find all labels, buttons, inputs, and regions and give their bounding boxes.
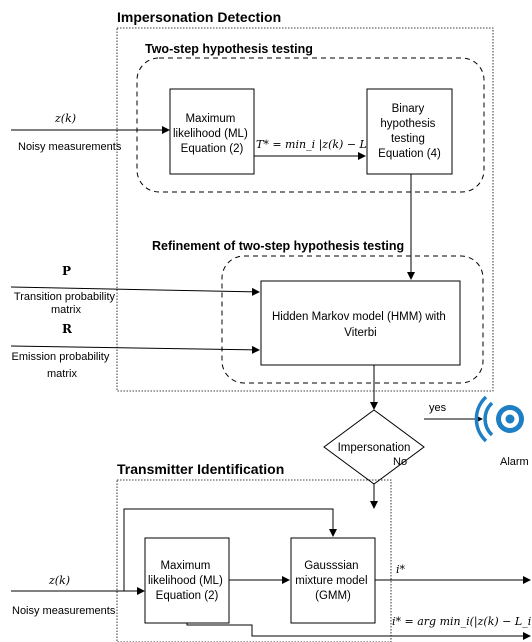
tx-ml-box <box>144 537 230 624</box>
decision-label: Impersonation <box>338 442 411 454</box>
svg-text:Gausssian mixture model: Gausssian mixture model (GMM) <box>295 560 370 602</box>
binary-box-line2: hypothesis <box>380 118 435 130</box>
alarm-label: Alarm <box>500 456 529 468</box>
refinement-title: Refinement of two-step hypothesis testin… <box>152 239 404 253</box>
impersonation-detection-frame <box>116 27 494 392</box>
binary-box-line3: testing <box>391 133 425 145</box>
hmm-box-line2: Viterbi <box>344 327 376 339</box>
r-arrow <box>10 345 260 354</box>
gmm-box-line1: Gausssian <box>304 560 358 572</box>
gmm-box-line3: (GMM) <box>315 590 351 602</box>
input-symbol: z(k) <box>54 112 76 125</box>
no-label: No <box>393 456 407 468</box>
ml-box-line2: likelihood (ML) <box>173 128 248 140</box>
p-label-line2: matrix <box>51 304 81 316</box>
ml-box <box>169 88 255 175</box>
tstar-formula: T* = min_i |z(k) − L_i| <box>256 138 380 152</box>
p-symbol: P <box>62 264 71 278</box>
r-label-line2: matrix <box>47 368 77 380</box>
hmm-box-line1: Hidden Markov model (HMM) with <box>272 311 446 323</box>
two-step-frame <box>136 57 485 193</box>
ml-output-arrow <box>186 623 531 640</box>
svg-text:Maximum likelihood (ML): Maximum likelihood (ML) Equation (2) <box>173 113 251 155</box>
transmitter-identification-frame <box>116 479 392 642</box>
p-arrow <box>10 286 260 296</box>
r-label-line1: Emission probability <box>12 351 110 363</box>
svg-text:Transition probability mat: Transition probability matrix <box>14 291 118 316</box>
two-step-title: Two-step hypothesis testing <box>145 42 313 56</box>
tx-input-symbol: z(k) <box>48 574 70 587</box>
impersonation-detection-title: Impersonation Detection <box>117 9 281 25</box>
binary-box-line1: Binary <box>392 103 425 115</box>
tx-ml-box-line1: Maximum <box>160 560 210 572</box>
ml-output-label: i* = arg min_i(|z(k) − L_i|) <box>392 615 532 629</box>
gmm-box-line2: mixture model <box>295 575 367 587</box>
binary-box-line4: Equation (4) <box>378 148 441 160</box>
refinement-frame <box>221 255 484 384</box>
tx-ml-box-line2: likelihood (ML) <box>148 575 223 587</box>
alarm-icon <box>474 395 524 443</box>
gmm-box <box>290 537 376 624</box>
ml-box-line3: Equation (2) <box>181 143 244 155</box>
tstar-formula-text: T* = min_i |z(k) − L_i| <box>256 138 380 152</box>
p-label-line1: Transition probability <box>14 291 116 303</box>
svg-text:Emission probability matri: Emission probability matrix <box>12 351 113 380</box>
tx-input-label: Noisy measurements <box>12 605 116 617</box>
binary-box <box>366 88 453 175</box>
hmm-box <box>260 280 461 366</box>
r-symbol: R <box>62 322 73 336</box>
svg-text:Hidden Markov model (HMM) with: Hidden Markov model (HMM) with Viterbi <box>272 311 449 339</box>
gmm-output-label: i* <box>396 563 406 576</box>
input-label: Noisy measurements <box>18 141 122 153</box>
svg-text:Maximum likelihood (ML): Maximum likelihood (ML) Equation (2) <box>148 560 226 602</box>
tx-ml-box-line3: Equation (2) <box>156 590 219 602</box>
bypass-arrow <box>123 508 337 591</box>
yes-label: yes <box>429 402 447 414</box>
ml-box-line1: Maximum <box>185 113 235 125</box>
svg-text:Binary hypothesis test: Binary hypothesis testing Equation (4) <box>378 103 441 160</box>
transmitter-identification-title: Transmitter Identification <box>117 461 284 477</box>
